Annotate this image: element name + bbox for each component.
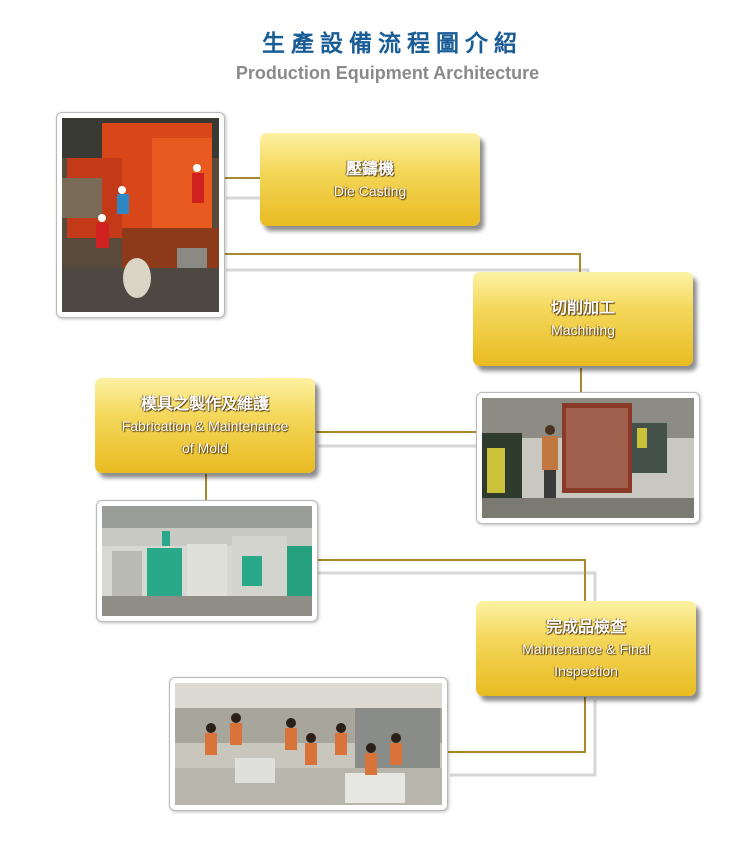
page-title-english: Production Equipment Architecture bbox=[235, 63, 540, 83]
step-final-inspection[interactable]: 完成品檢查 Maintenance & Final Inspection bbox=[476, 601, 696, 696]
step-final-inspection-english: Maintenance & Final Inspection bbox=[522, 640, 650, 679]
die-casting-photo bbox=[56, 112, 225, 318]
page-title-chinese: 生產設備流程圖介紹 bbox=[262, 31, 523, 57]
step-machining-english: Machining bbox=[551, 322, 615, 338]
step-machining[interactable]: 切削加工 Machining bbox=[473, 272, 693, 366]
inspection-photo bbox=[169, 677, 448, 811]
connector-diecasting-machining bbox=[223, 253, 581, 272]
connector-mold-photo-inspection bbox=[316, 559, 586, 601]
step-die-casting-english: Die Casting bbox=[333, 182, 407, 199]
step-final-inspection-chinese: 完成品檢查 bbox=[545, 616, 626, 636]
mold-fabrication-photo bbox=[96, 500, 318, 622]
step-die-casting[interactable]: 壓鑄機 Die Casting bbox=[260, 133, 480, 226]
connector-inspection-photo bbox=[446, 697, 586, 753]
step-mold-fabrication-english: Fabrication & Maintenance of Mold bbox=[121, 417, 289, 456]
machining-photo bbox=[476, 392, 700, 524]
step-mold-fabrication-chinese: 模具之製作及維護 bbox=[140, 393, 269, 413]
step-machining-chinese: 切削加工 bbox=[550, 298, 615, 317]
step-die-casting-chinese: 壓鑄機 bbox=[345, 158, 394, 178]
step-mold-fabrication[interactable]: 模具之製作及維護 Fabrication & Maintenance of Mo… bbox=[95, 378, 315, 473]
